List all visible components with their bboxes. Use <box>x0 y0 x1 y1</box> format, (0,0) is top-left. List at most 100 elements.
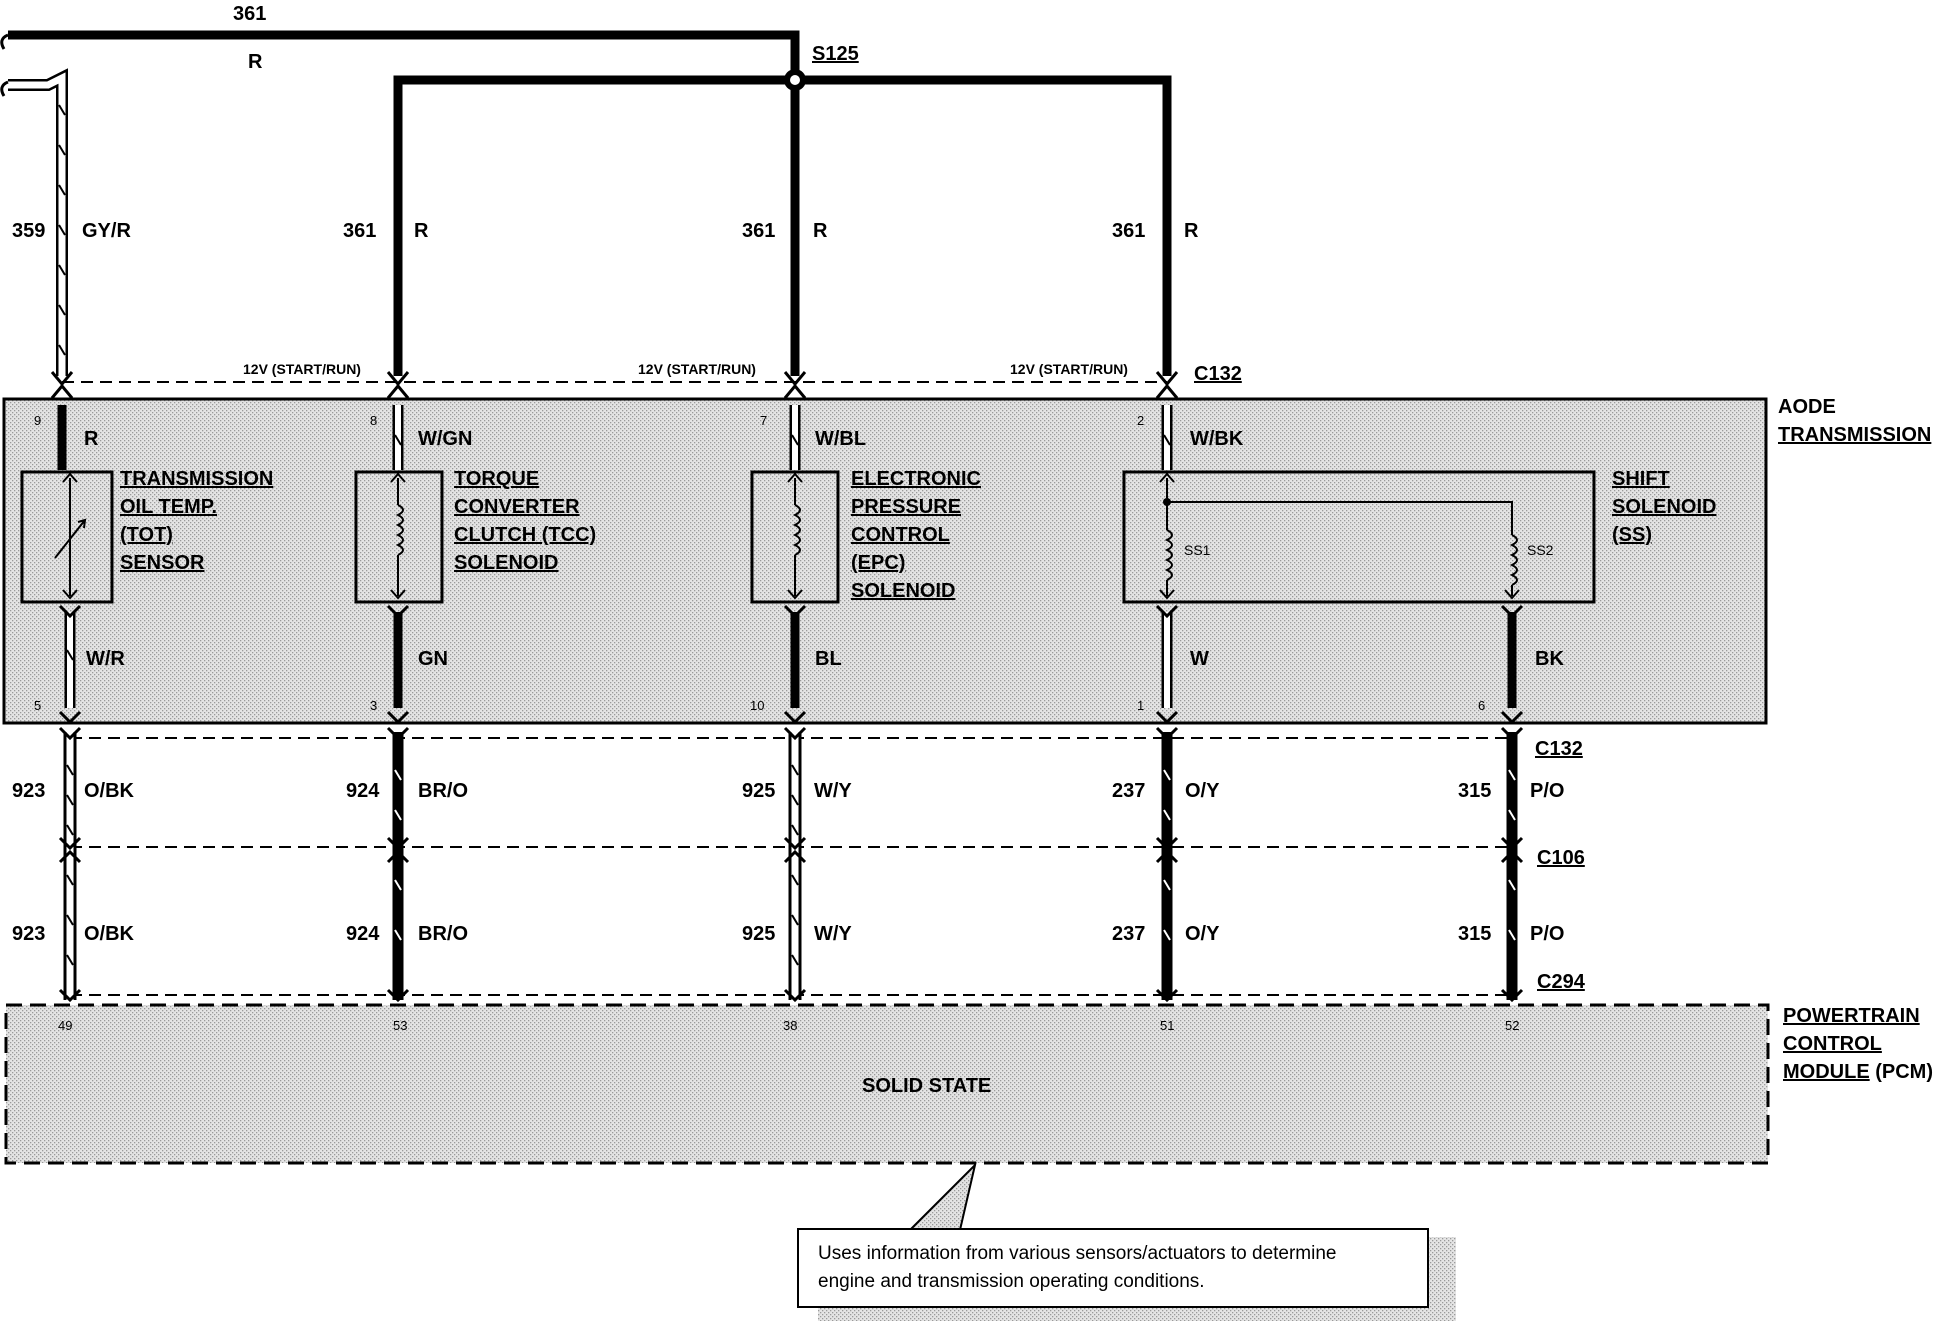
pcm-title-3b: (PCM) <box>1870 1061 1933 1083</box>
pin-1: 1 <box>1137 698 1144 713</box>
tcc-label-1: TORQUE <box>454 468 539 490</box>
thermistor-icon <box>54 518 87 559</box>
pin-8-color: W/GN <box>418 428 472 450</box>
connector-pins-top <box>50 371 1179 399</box>
epc-label-1: ELECTRONIC <box>851 468 981 490</box>
wire-1-circuit-a: 923 <box>12 780 45 802</box>
pcm-pin-53: 53 <box>393 1018 407 1033</box>
wire-break-359 <box>0 80 9 97</box>
pin-3: 3 <box>370 698 377 713</box>
ss2-label: SS2 <box>1527 542 1554 558</box>
tot-label-4: SENSOR <box>120 552 205 574</box>
wire-1-color-b: O/BK <box>84 923 135 945</box>
pcm-pin-38: 38 <box>783 1018 797 1033</box>
connector-c106-label: C106 <box>1537 847 1585 869</box>
wire-5-circuit-a: 315 <box>1458 780 1491 802</box>
wire-361-bus <box>393 75 1172 376</box>
note-line-1: Uses information from various sensors/ac… <box>818 1243 1337 1264</box>
feed-4-circuit: 361 <box>1112 220 1145 242</box>
ss-label: SHIFT SOLENOID (SS) <box>1612 468 1716 546</box>
wire-break-top <box>0 33 9 50</box>
connector-c132-label-bottom: C132 <box>1535 738 1583 760</box>
epc-label-4: (EPC) <box>851 552 905 574</box>
tcc-label-3: CLUTCH (TCC) <box>454 524 596 546</box>
epc-label: ELECTRONIC PRESSURE CONTROL (EPC) SOLENO… <box>851 468 981 602</box>
wire-3-circuit-b: 925 <box>742 923 775 945</box>
pin-9: 9 <box>34 413 41 428</box>
power-label-2: 12V (START/RUN) <box>638 361 756 377</box>
coil-epc-icon <box>792 504 801 556</box>
connector-c132-label-top: C132 <box>1194 363 1242 385</box>
top-wire-color: R <box>248 51 263 73</box>
wire-361-top <box>8 30 800 78</box>
connector-chevrons-lower <box>58 726 1524 1003</box>
wire-3-circuit-a: 925 <box>742 780 775 802</box>
splice-s125-center <box>790 75 800 85</box>
pcm-title-3: MODULE (PCM) <box>1783 1061 1933 1083</box>
feed-3-color: R <box>813 220 828 242</box>
wire-4-color-a: O/Y <box>1185 780 1220 802</box>
epc-label-5: SOLENOID <box>851 580 955 602</box>
wire-2-color-b: BR/O <box>418 923 468 945</box>
tot-label-1: TRANSMISSION <box>120 468 273 490</box>
tcc-label: TORQUE CONVERTER CLUTCH (TCC) SOLENOID <box>454 468 596 574</box>
wire-1-circuit-b: 923 <box>12 923 45 945</box>
tot-label-2: OIL TEMP. <box>120 496 217 518</box>
wire-2-color-a: BR/O <box>418 780 468 802</box>
feed-2-color: R <box>414 220 429 242</box>
transmission-module <box>2 397 1768 725</box>
feed-4-color: R <box>1184 220 1199 242</box>
ss1-label: SS1 <box>1184 542 1211 558</box>
feed-3-circuit: 361 <box>742 220 775 242</box>
feed-1-color: GY/R <box>82 220 131 242</box>
note-box <box>797 1228 1429 1308</box>
pin-6: 6 <box>1478 698 1485 713</box>
pin-10: 10 <box>750 698 764 713</box>
ss-label-3: (SS) <box>1612 524 1652 546</box>
pcm-pin-51: 51 <box>1160 1018 1174 1033</box>
connector-c294-label: C294 <box>1537 971 1586 993</box>
splice-label: S125 <box>812 43 859 65</box>
wire-2-circuit-b: 924 <box>346 923 380 945</box>
pcm-pin-52: 52 <box>1505 1018 1519 1033</box>
tot-label: TRANSMISSION OIL TEMP. (TOT) SENSOR <box>120 468 273 574</box>
pin-9-color: R <box>84 428 99 450</box>
wire-4-color-b: O/Y <box>1185 923 1220 945</box>
tot-label-3: (TOT) <box>120 524 173 546</box>
note-pointer <box>907 1161 977 1231</box>
coil-tcc-icon <box>395 504 404 556</box>
wire-5-color-b: P/O <box>1530 923 1564 945</box>
pcm-title-2: CONTROL <box>1783 1033 1882 1055</box>
pin-1-color: W <box>1190 648 1209 670</box>
tcc-label-2: CONVERTER <box>454 496 580 518</box>
wire-2-circuit-a: 924 <box>346 780 380 802</box>
pin-8: 8 <box>370 413 377 428</box>
pin-5-color: W/R <box>86 648 125 670</box>
shift-solenoid-box <box>1122 470 1596 604</box>
power-label-3: 12V (START/RUN) <box>1010 361 1128 377</box>
wire-4-circuit-b: 237 <box>1112 923 1145 945</box>
pcm-title-3a: MODULE <box>1783 1061 1870 1083</box>
top-wire-circuit: 361 <box>233 3 266 25</box>
feed-2-circuit: 361 <box>343 220 376 242</box>
transmission-title-1: AODE <box>1778 396 1836 418</box>
wire-3-color-b: W/Y <box>814 923 852 945</box>
pin-10-color: BL <box>815 648 842 670</box>
pin-2: 2 <box>1137 413 1144 428</box>
pcm-title-1: POWERTRAIN <box>1783 1005 1920 1027</box>
pin-7: 7 <box>760 413 767 428</box>
pcm-pin-49: 49 <box>58 1018 72 1033</box>
wire-3-color-a: W/Y <box>814 780 852 802</box>
ss-label-2: SOLENOID <box>1612 496 1716 518</box>
tcc-solenoid-box <box>354 470 444 604</box>
tcc-label-4: SOLENOID <box>454 552 558 574</box>
power-label-1: 12V (START/RUN) <box>243 361 361 377</box>
stripes-lower-solid <box>394 769 1516 941</box>
wire-359-inner <box>8 72 66 376</box>
pin-6-color: BK <box>1535 648 1564 670</box>
wire-5-circuit-b: 315 <box>1458 923 1491 945</box>
wire-5-color-a: P/O <box>1530 780 1564 802</box>
epc-label-3: CONTROL <box>851 524 950 546</box>
pin-7-color: W/BL <box>815 428 866 450</box>
